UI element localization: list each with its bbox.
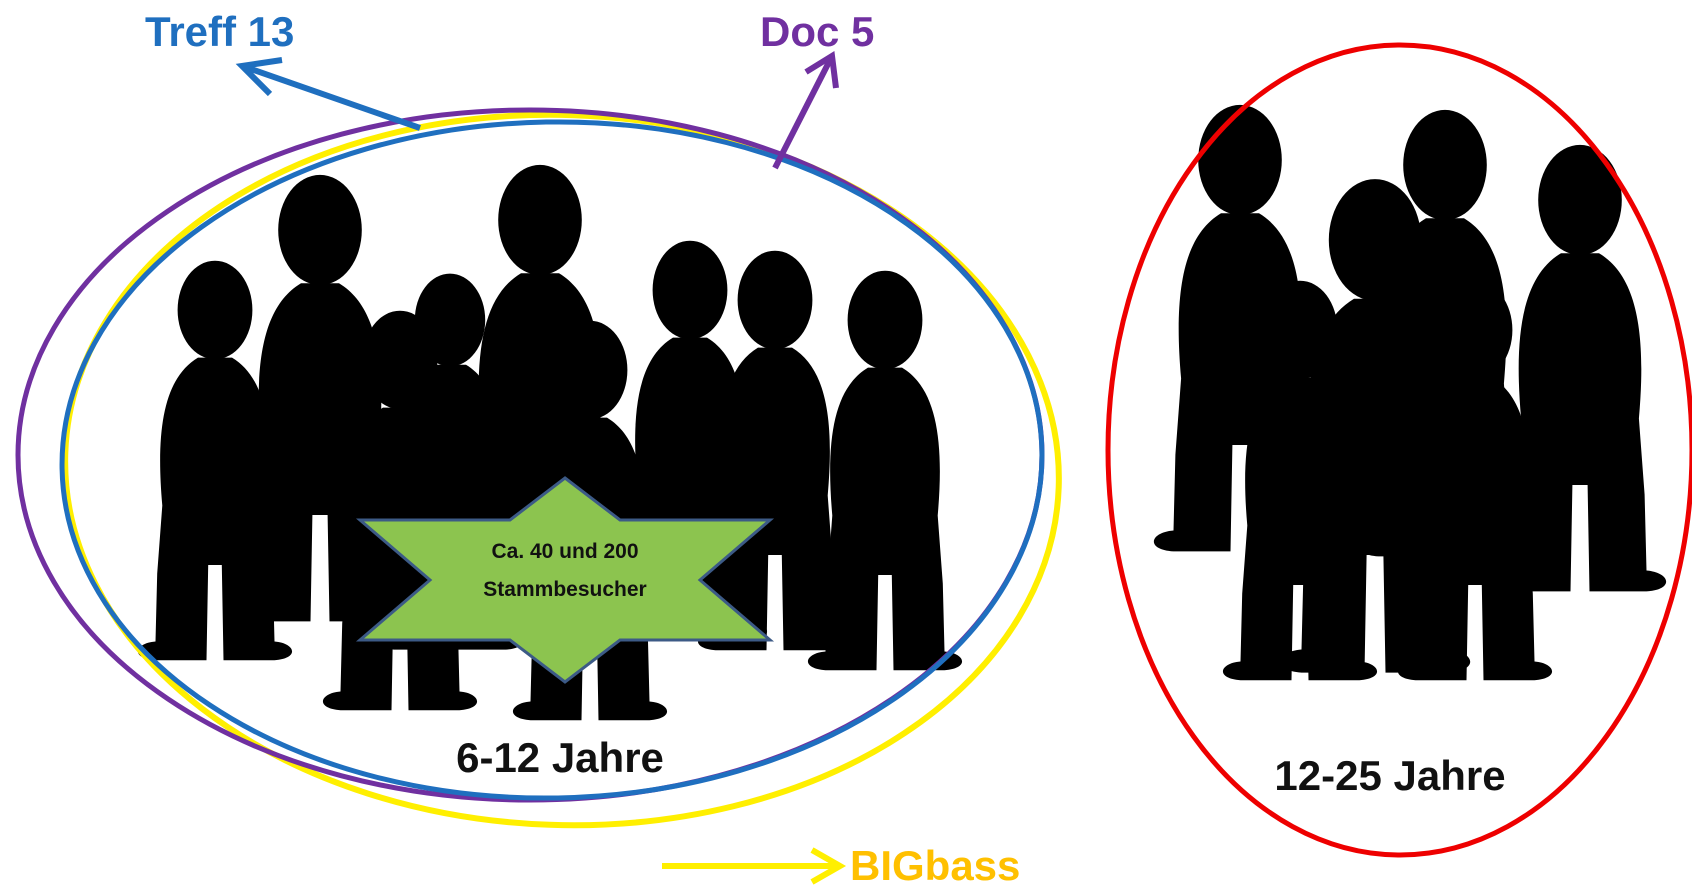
star-text-line2: Stammbesucher	[483, 578, 646, 601]
right-group-figures	[1153, 104, 1667, 681]
stick-person-icon	[137, 260, 293, 661]
treff-arrow-icon	[235, 57, 421, 131]
young-group-label: 6-12 Jahre	[456, 734, 664, 781]
older-group-label: 12-25 Jahre	[1274, 752, 1505, 799]
doc-arrow-icon	[772, 51, 839, 170]
bigbass-label: BIGbass	[850, 842, 1020, 885]
treff-label: Treff 13	[145, 8, 294, 55]
bigbass-ellipse	[62, 111, 1062, 829]
bigbass-arrow-icon	[662, 847, 847, 885]
star-text-line1: Ca. 40 und 200	[491, 540, 638, 563]
older-group-ellipse	[1105, 42, 1692, 858]
treff-ellipse	[59, 119, 1045, 801]
doc-label: Doc 5	[760, 8, 874, 55]
stick-person-icon	[807, 270, 963, 671]
visitor-count-star	[355, 476, 775, 684]
stick-person-icon	[1493, 144, 1667, 592]
